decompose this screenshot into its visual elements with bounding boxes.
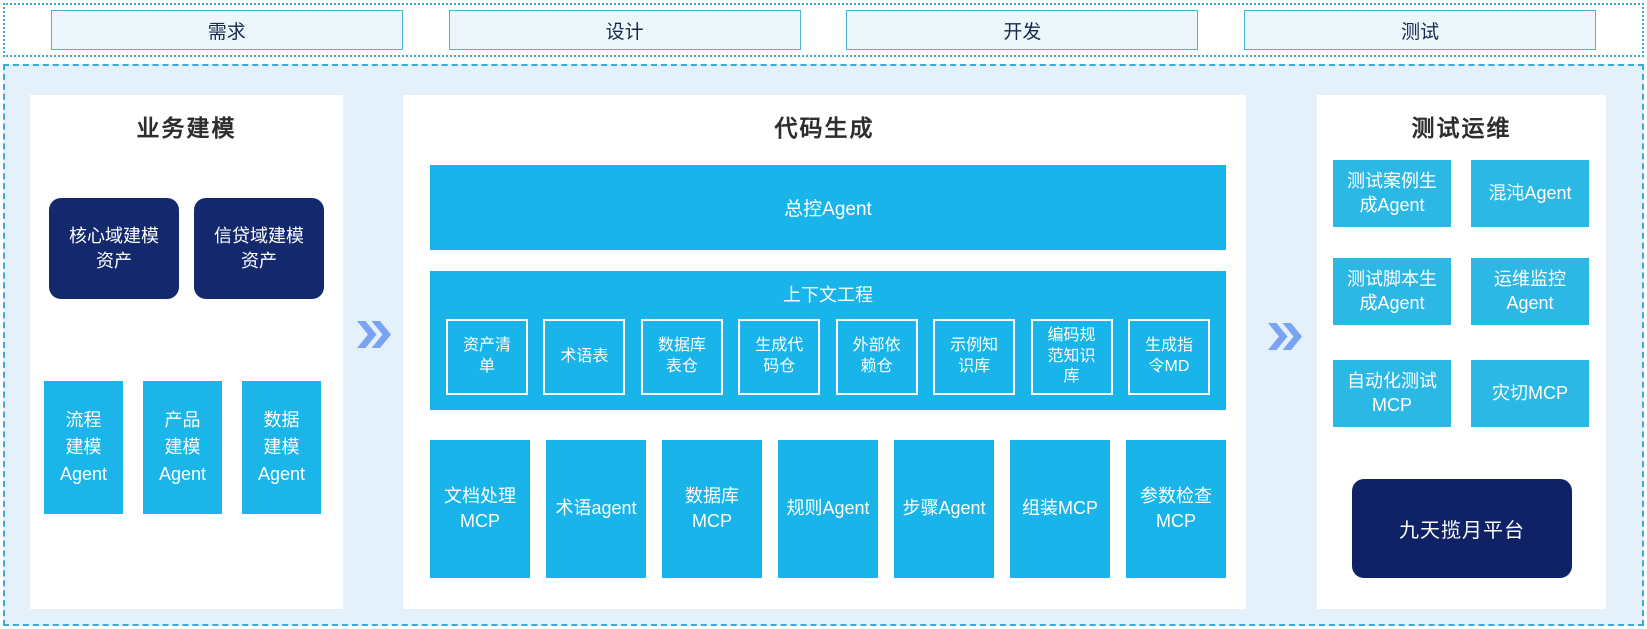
step-agent-box: 步骤Agent [894,440,994,578]
test-script-generation-agent-box: 测试脚本生 成Agent [1333,258,1451,325]
disaster-switch-mcp-box: 灾切MCP [1471,360,1589,427]
test-case-generation-agent-box: 测试案例生 成Agent [1333,160,1451,227]
code-generation-title: 代码生成 [774,115,875,141]
phase-testing: 测试 [1244,10,1597,50]
test-ops-title: 测试运维 [1411,115,1512,141]
process-modeling-agent-box: 流程 建模 Agent [44,381,123,514]
generation-instruction-md-box: 生成指 令MD [1127,319,1210,395]
core-domain-asset-box: 核心域建模 资产 [49,198,179,299]
business-modeling-title: 业务建模 [136,115,237,141]
jiutian-lanyue-platform-box: 九天揽月平台 [1352,479,1572,578]
phase-design: 设计 [448,10,801,50]
document-processing-mcp-box: 文档处理 MCP [430,440,530,578]
database-mcp-box: 数据库 MCP [662,440,762,578]
coding-standard-knowledge-base-box: 编码规 范知识 库 [1030,319,1113,395]
asset-list-box: 资产清 单 [446,319,528,395]
assembly-mcp-box: 组装MCP [1010,440,1110,578]
code-generation-panel: 代码生成 总控Agent 上下文工程 资产清 单 术语表 数据库 表仓 生成代 … [403,95,1246,609]
context-engineering-block: 上下文工程 资产清 单 术语表 数据库 表仓 生成代 码仓 外部依 赖仓 示例知… [430,271,1226,410]
code-generation-mcp-row: 文档处理 MCP 术语agent 数据库 MCP 规则Agent 步骤Agent… [430,440,1226,578]
automated-testing-mcp-box: 自动化测试 MCP [1333,360,1451,427]
double-chevron-right-icon [357,321,391,348]
product-modeling-agent-box: 产品 建模 Agent [143,381,222,514]
master-control-agent-bar: 总控Agent [430,165,1226,250]
business-modeling-panel: 业务建模 核心域建模 资产 信贷域建模 资产 流程 建模 Agent 产品 建模… [30,95,343,609]
generated-code-repo-box: 生成代 码仓 [738,319,821,395]
database-table-repo-box: 数据库 表仓 [640,319,723,395]
modeling-asset-row: 核心域建模 资产 信贷域建模 资产 [49,198,324,299]
phase-development: 开发 [846,10,1199,50]
glossary-box: 术语表 [543,319,626,395]
context-engineering-title: 上下文工程 [783,285,873,305]
credit-domain-asset-box: 信贷域建模 资产 [194,198,324,299]
modeling-agent-row: 流程 建模 Agent 产品 建模 Agent 数据 建模 Agent [44,381,321,514]
context-engineering-row: 资产清 单 术语表 数据库 表仓 生成代 码仓 外部依 赖仓 示例知 识库 编码… [446,319,1210,395]
test-ops-panel: 测试运维 测试案例生 成Agent 混沌Agent 测试脚本生 成Agent 运… [1317,95,1606,609]
double-chevron-right-icon [1268,323,1302,350]
external-dependency-repo-box: 外部依 赖仓 [835,319,918,395]
rule-agent-box: 规则Agent [778,440,878,578]
example-knowledge-base-box: 示例知 识库 [933,319,1016,395]
phase-strip: 需求 设计 开发 测试 [3,3,1644,57]
ops-monitoring-agent-box: 运维监控 Agent [1471,258,1589,325]
terminology-agent-box: 术语agent [546,440,646,578]
parameter-check-mcp-box: 参数检查 MCP [1126,440,1226,578]
data-modeling-agent-box: 数据 建模 Agent [242,381,321,514]
chaos-agent-box: 混沌Agent [1471,160,1589,227]
test-ops-grid: 测试案例生 成Agent 混沌Agent 测试脚本生 成Agent 运维监控 A… [1333,160,1590,427]
phase-requirements: 需求 [50,10,403,50]
